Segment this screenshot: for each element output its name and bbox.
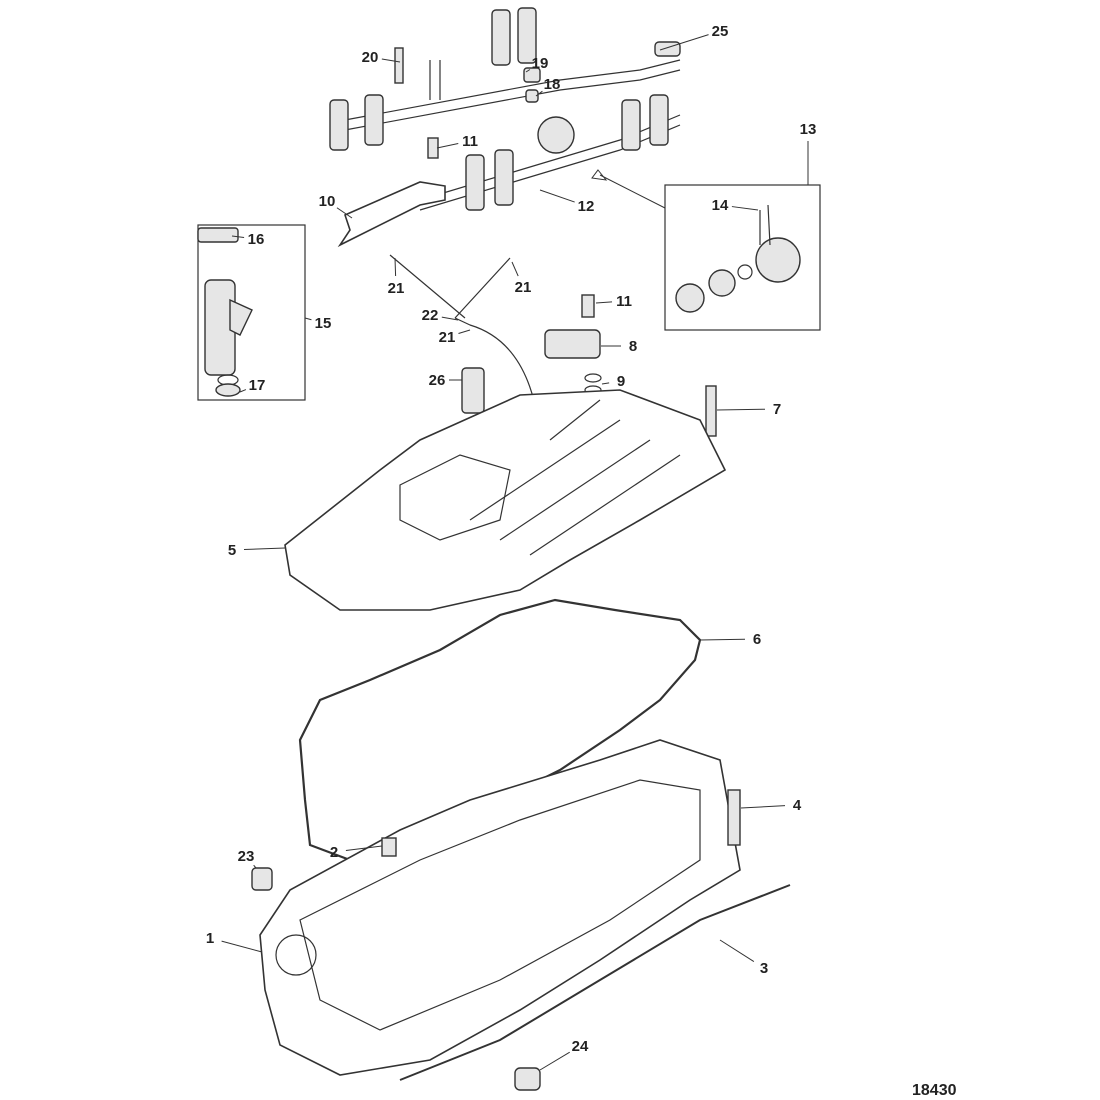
fuel-rail-assembly xyxy=(329,7,681,211)
injector-detail-box xyxy=(197,224,306,401)
callout-label: 21 xyxy=(439,329,456,346)
callout-label: 16 xyxy=(248,231,265,248)
callout-label: 4 xyxy=(793,797,802,814)
callout-label: 5 xyxy=(228,542,236,559)
callout-label: 21 xyxy=(515,279,532,296)
leader-line xyxy=(304,317,312,321)
leader-line xyxy=(525,69,531,73)
leader-line xyxy=(436,143,459,149)
callout-label: 12 xyxy=(578,198,595,215)
callout-label: 24 xyxy=(572,1038,589,1055)
leader-line xyxy=(221,940,263,953)
leader-line xyxy=(601,382,610,385)
leader-line xyxy=(511,261,519,277)
leader-line xyxy=(441,316,459,321)
leader-line xyxy=(659,34,709,51)
leader-line xyxy=(239,389,247,393)
callout-label: 19 xyxy=(532,55,549,72)
callout-label: 22 xyxy=(422,307,439,324)
callout-label: 21 xyxy=(388,280,405,297)
figure-number: 18430 xyxy=(912,1082,957,1099)
leader-line xyxy=(699,638,746,641)
callout-label: 14 xyxy=(712,197,729,214)
leader-line xyxy=(539,189,575,203)
callout-label: 1 xyxy=(206,930,214,947)
callout-label: 11 xyxy=(462,133,478,150)
callout-label: 18 xyxy=(544,76,561,93)
callout-label: 17 xyxy=(249,377,266,394)
arrow-pointer xyxy=(591,169,666,209)
upper-intake-manifold xyxy=(284,389,727,611)
leader-line xyxy=(231,235,245,239)
side-gasket xyxy=(399,884,791,1081)
callout-label: 2 xyxy=(330,844,338,861)
leader-line xyxy=(253,864,257,869)
leader-line xyxy=(539,1051,570,1071)
callout-label: 8 xyxy=(629,338,637,355)
callout-label: 15 xyxy=(315,315,332,332)
leader-line xyxy=(345,845,383,852)
leader-line xyxy=(535,90,543,97)
leader-line xyxy=(595,301,613,304)
callout-label: 9 xyxy=(617,373,625,390)
leader-line xyxy=(719,939,755,962)
lower-intake-manifold xyxy=(259,739,741,1076)
callout-label: 6 xyxy=(753,631,761,648)
leader-line xyxy=(716,408,766,411)
bracket xyxy=(337,181,446,248)
callout-label: 20 xyxy=(362,49,379,66)
regulator-detail-box xyxy=(664,184,821,331)
sensor xyxy=(544,329,601,359)
leader-line xyxy=(740,805,786,809)
callout-label: 11 xyxy=(616,293,632,310)
regulator-detail-parts xyxy=(675,204,801,313)
callout-label: 13 xyxy=(800,121,817,138)
callout-label: 23 xyxy=(238,848,255,865)
callout-label: 25 xyxy=(712,23,729,40)
fuel-injectors xyxy=(329,7,669,211)
leader-line xyxy=(336,207,353,219)
callout-label: 10 xyxy=(319,193,336,210)
callout-label: 3 xyxy=(760,960,768,977)
pressure-regulator xyxy=(537,116,575,154)
callout-label: 26 xyxy=(429,372,446,389)
callout-label: 7 xyxy=(773,401,781,418)
leader-line xyxy=(381,58,401,63)
leader-line xyxy=(243,547,286,551)
leader-line xyxy=(394,257,397,277)
injector-detail-parts xyxy=(197,227,253,397)
leader-line xyxy=(731,206,759,211)
leader-line xyxy=(458,329,471,334)
leader-lines xyxy=(221,34,809,1071)
